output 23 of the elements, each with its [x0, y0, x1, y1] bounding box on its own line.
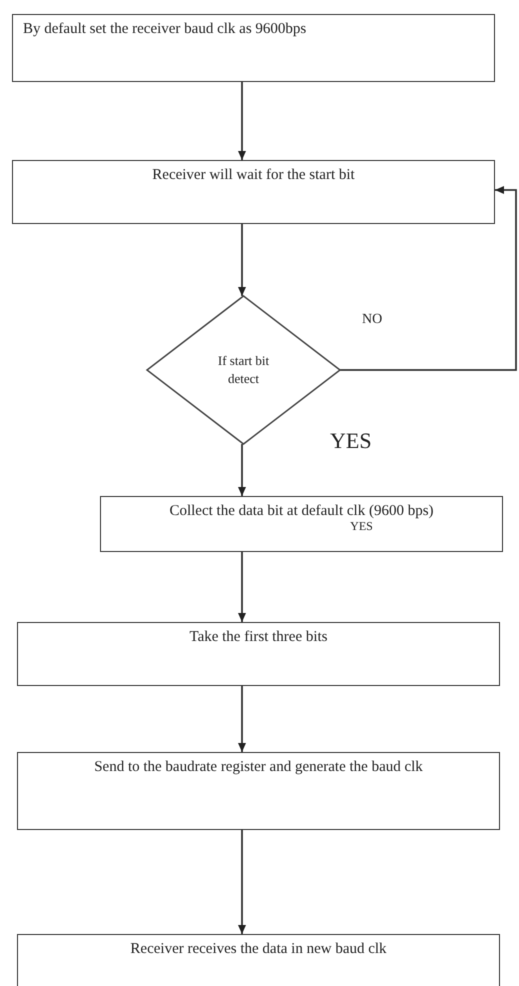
box-text: Collect the data bit at default clk (9600 bps) [169, 503, 434, 520]
process-box [17, 934, 500, 986]
box-text: Take the first three bits [189, 629, 328, 646]
box-text: YES [350, 520, 373, 534]
box-text: Send to the baudrate register and generate the baud clk [94, 759, 423, 776]
box-text: Receiver receives the data in new baud clk [130, 941, 387, 958]
process-box [17, 622, 500, 686]
arrow [238, 830, 246, 934]
arrow [238, 552, 246, 622]
edge-label: NO [362, 312, 382, 328]
arrow [340, 186, 517, 371]
process-box [17, 752, 500, 830]
process-box [12, 14, 495, 82]
box-text: By default set the receiver baud clk as 9600bps [23, 21, 306, 38]
arrow [238, 686, 246, 752]
edge-label: YES [330, 428, 372, 454]
arrow [238, 82, 246, 160]
arrow [238, 444, 246, 496]
process-box [100, 496, 503, 552]
decision-text: If start bit detect [216, 352, 270, 388]
box-text: Receiver will wait for the start bit [152, 167, 355, 184]
arrow [238, 224, 246, 296]
process-box [12, 160, 495, 224]
